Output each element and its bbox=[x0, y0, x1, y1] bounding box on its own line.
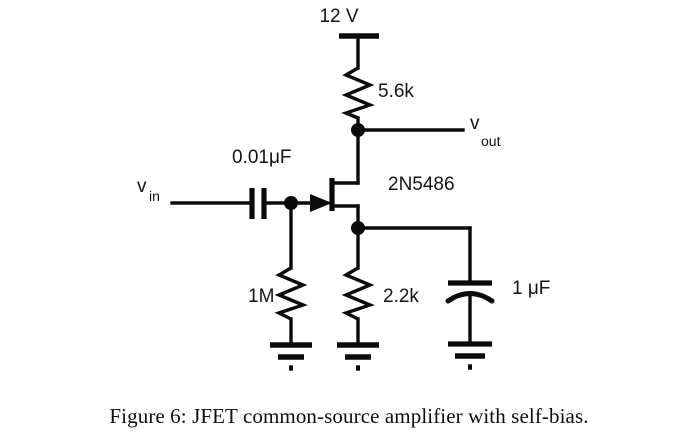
vin-label-group: v in bbox=[137, 176, 160, 204]
vin-label-subscript: in bbox=[149, 188, 160, 204]
circuit-schematic: 12 V 5.6k 0.01μF v in v out 2N5486 1M 2.… bbox=[137, 6, 550, 371]
vout-label-main: v bbox=[470, 113, 480, 134]
resistor-zigzag-rs bbox=[341, 266, 375, 321]
source-resistor-symbol bbox=[341, 266, 375, 346]
ground-symbol-source bbox=[337, 342, 379, 371]
drain-resistor-symbol bbox=[341, 66, 375, 132]
input-capacitor-label: 0.01μF bbox=[232, 147, 292, 168]
drain-resistor-label: 5.6k bbox=[378, 81, 414, 102]
input-capacitor-symbol bbox=[170, 188, 293, 219]
bypass-capacitor-label: 1 μF bbox=[512, 278, 550, 299]
bypass-plate-curved bbox=[445, 291, 495, 304]
resistor-zigzag-rg bbox=[274, 266, 308, 321]
source-resistor-label: 2.2k bbox=[383, 286, 419, 307]
vin-label-main: v bbox=[137, 176, 147, 197]
jfet-gate-arrow-icon bbox=[310, 194, 332, 212]
figure-caption: Figure 6: JFET common-source amplifier w… bbox=[109, 404, 589, 428]
source-node-group bbox=[351, 221, 472, 270]
resistor-zigzag-rd bbox=[341, 66, 375, 120]
gate-resistor-symbol bbox=[274, 266, 308, 346]
supply-voltage-label: 12 V bbox=[319, 6, 358, 27]
supply-rail-group bbox=[339, 33, 379, 70]
bypass-capacitor-symbol bbox=[445, 226, 495, 347]
ground-symbol-bypass bbox=[455, 353, 485, 370]
vout-label-group: v out bbox=[470, 113, 501, 149]
jfet-transistor-symbol bbox=[289, 178, 360, 230]
vout-label-subscript: out bbox=[481, 133, 501, 149]
ground-symbol-gate bbox=[270, 342, 312, 371]
gate-resistor-label: 1M bbox=[248, 286, 274, 307]
gate-node-group bbox=[284, 196, 298, 270]
drain-node-group bbox=[351, 123, 465, 185]
transistor-part-label: 2N5486 bbox=[388, 174, 455, 195]
